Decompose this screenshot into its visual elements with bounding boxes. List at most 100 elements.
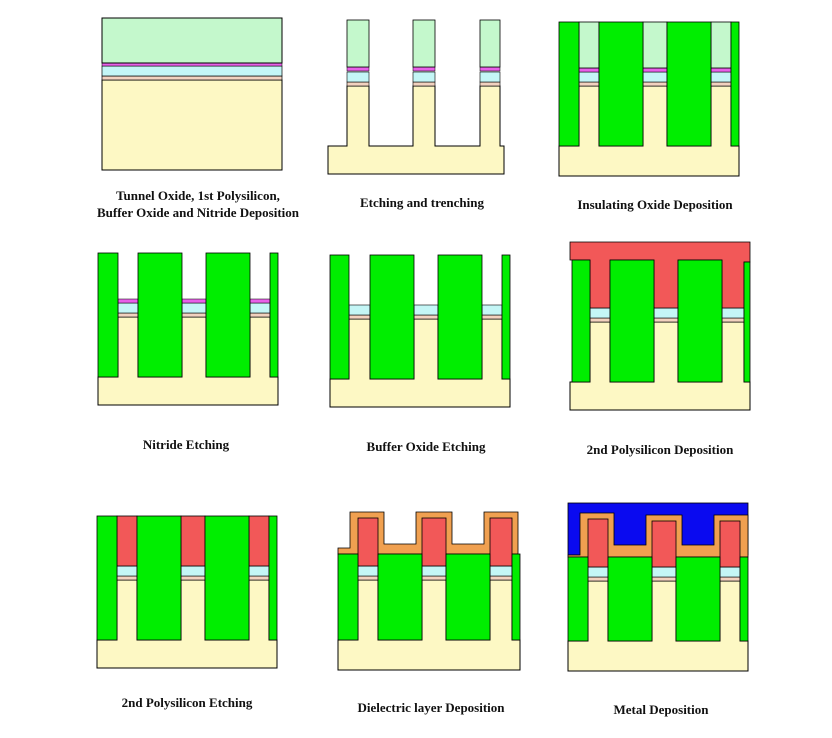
buffer-oxide-layer [413,304,439,316]
step-9-caption: Metal Deposition [531,701,791,718]
caption-line: Etching and trenching [359,195,484,210]
insulating-oxide-fill [743,261,751,383]
caption-line: 2nd Polysilicon Etching [121,695,253,710]
insulating-oxide-fill [607,556,653,642]
buffer-oxide-layer [249,302,271,314]
step-3-caption: Insulating Oxide Deposition [525,196,785,213]
polysilicon-1-layer [642,81,668,87]
insulating-oxide-fill [571,259,591,383]
substrate-with-trenches [558,85,740,177]
insulating-oxide-fill [598,21,644,147]
buffer-oxide-layer [117,302,139,314]
pillar-stack-1 [346,19,370,87]
polysilicon-1-layer [589,317,611,323]
insulating-oxide-fill [666,21,712,147]
polysilicon-1-layer [117,312,139,318]
buffer-oxide-layer [180,565,206,577]
polysilicon-1-layer [357,575,379,581]
polysilicon-1-layer [578,81,600,87]
substrate-with-trenches [329,318,511,408]
step-7-diagram [96,515,278,669]
polysilicon-1-layer [651,576,677,582]
insulating-oxide-fill [269,252,279,378]
nitride-layer [249,298,271,304]
buffer-oxide-layer [357,565,379,577]
insulating-oxide-fill [567,556,589,642]
polysilicon-2-layer [651,520,677,568]
pillar-stack-1 [117,298,139,318]
buffer-oxide-layer [489,565,513,577]
pillar-stack-3 [248,515,270,581]
pillar-stack-1 [578,21,600,87]
insulating-oxide-fill [137,252,183,378]
caption-line: Dielectric layer Deposition [357,700,505,715]
buffer-oxide-layer [651,566,677,578]
insulating-oxide-fill [739,556,749,642]
substrate [101,79,283,171]
pillar-stack-2 [413,304,439,320]
nitride-layer [346,66,370,72]
polysilicon-1-layer [181,312,207,318]
buffer-oxide-layer [348,304,371,316]
substrate-with-trenches [97,316,279,406]
hard-mask-layer [346,19,370,68]
step-5-diagram [329,254,511,408]
polysilicon-1-layer [721,317,745,323]
step-7-caption: 2nd Polysilicon Etching [57,694,317,711]
hard-mask-layer [101,17,283,64]
insulating-oxide-fill [437,254,483,380]
pillar-stack-3 [249,298,271,318]
polysilicon-2-layer [248,515,270,567]
buffer-oxide-layer [721,307,745,319]
polysilicon-1-layer [180,575,206,581]
nitride-layer [181,298,207,304]
polysilicon-1-layer [719,576,741,582]
buffer-oxide-layer [346,71,370,83]
nitride-layer [578,67,600,73]
step-1-diagram [101,17,283,171]
insulating-oxide-fill [97,252,119,378]
polysilicon-1-layer [481,314,503,320]
polysilicon-1-layer [710,81,732,87]
insulating-oxide-fill [445,553,491,641]
hard-mask-layer [479,19,501,68]
pillar-stack-2 [181,298,207,318]
pillar-stack-3 [489,517,513,581]
substrate-with-trenches [327,85,505,175]
polysilicon-1-layer [489,575,513,581]
polysilicon-1-layer [101,75,283,81]
buffer-oxide-layer [412,71,436,83]
polysilicon-2-layer [587,518,609,568]
buffer-oxide-layer [578,71,600,83]
step-6-diagram [569,241,751,411]
insulating-oxide-fill [337,553,359,641]
caption-line: Metal Deposition [613,702,709,717]
buffer-oxide-layer [642,71,668,83]
polysilicon-2-layer [180,515,206,567]
substrate-with-trenches [337,579,521,671]
buffer-oxide-layer [710,71,732,83]
insulating-oxide-fill [205,252,251,378]
pillar-stack-2 [412,19,436,87]
pillar-stack-2 [653,307,679,323]
step-5-caption: Buffer Oxide Etching [296,438,556,455]
polysilicon-2-layer [569,241,751,309]
pillar-stack-2 [421,517,447,581]
insulating-oxide-fill [377,553,423,641]
pillar-stack-3 [719,520,741,582]
caption-line: Tunnel Oxide, 1st Polysilicon, [116,188,280,203]
pillar-stack-1 [116,515,138,581]
pillar-stack-3 [710,21,732,87]
pillar-stack-1 [357,517,379,581]
caption-line: 2nd Polysilicon Deposition [586,442,734,457]
caption-line: Buffer Oxide and Nitride Deposition [97,205,299,220]
polysilicon-1-layer [116,575,138,581]
insulating-oxide-fill [204,515,250,641]
buffer-oxide-layer [421,565,447,577]
insulating-oxide-fill [96,515,118,641]
polysilicon-1-layer [248,575,270,581]
insulating-oxide-fill [501,254,511,380]
polysilicon-1-layer [412,81,436,87]
polysilicon-1-layer [421,575,447,581]
